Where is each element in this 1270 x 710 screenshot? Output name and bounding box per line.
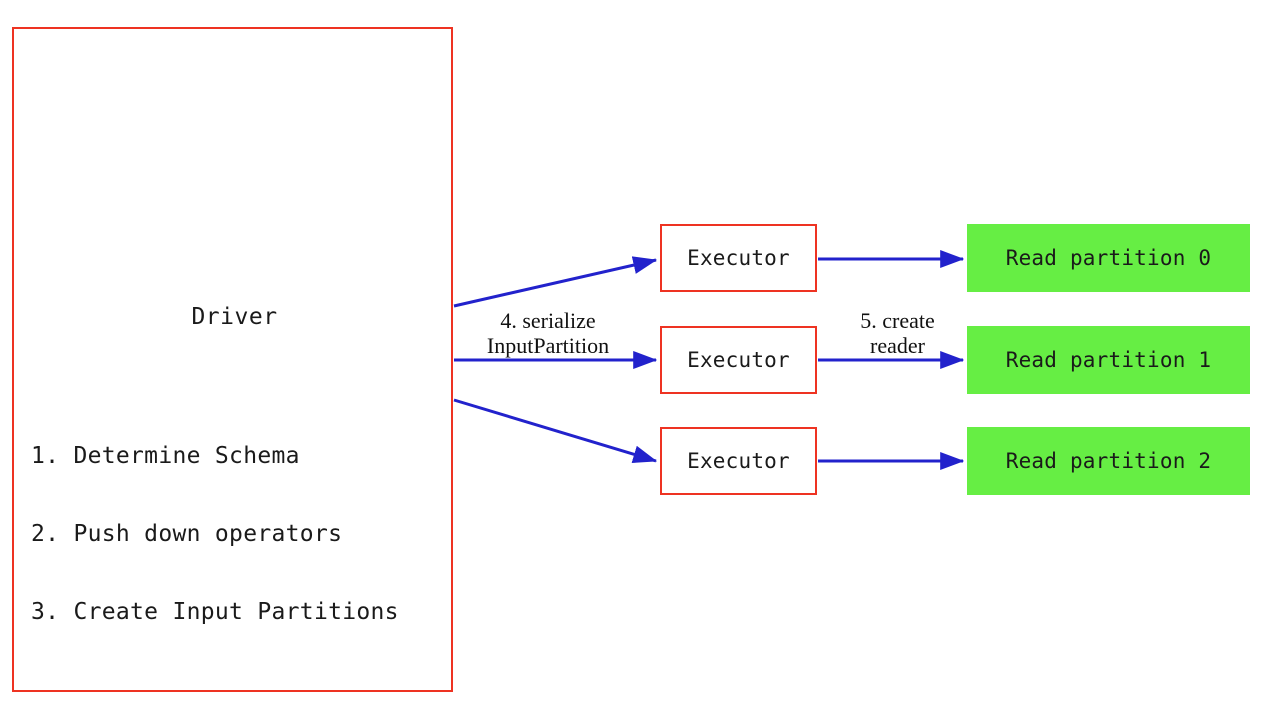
driver-step-3: 3. Create Input Partitions: [31, 599, 399, 625]
driver-box: Driver 1. Determine Schema 2. Push down …: [12, 27, 453, 692]
edge-label-create-reader: 5. create reader: [860, 308, 935, 358]
partition-box-0: Read partition 0: [967, 224, 1250, 292]
arrow-driver-to-executor-0: [453, 256, 658, 308]
driver-steps-list: 1. Determine Schema 2. Push down operato…: [31, 391, 399, 677]
executor-box-2: Executor: [660, 427, 817, 495]
executor-label-1: Executor: [687, 348, 790, 372]
executor-label-2: Executor: [687, 449, 790, 473]
edge-label-serialize: 4. serialize InputPartition: [486, 308, 610, 358]
driver-title: Driver: [191, 304, 278, 330]
executor-box-0: Executor: [660, 224, 817, 292]
arrow-driver-to-executor-2: [453, 398, 658, 464]
partition-label-0: Read partition 0: [1005, 246, 1212, 270]
executor-box-1: Executor: [660, 326, 817, 394]
partition-label-1: Read partition 1: [1005, 348, 1212, 372]
partition-label-2: Read partition 2: [1005, 449, 1212, 473]
driver-step-2: 2. Push down operators: [31, 521, 343, 547]
partition-box-2: Read partition 2: [967, 427, 1250, 495]
executor-label-0: Executor: [687, 246, 790, 270]
partition-box-1: Read partition 1: [967, 326, 1250, 394]
driver-step-1: 1. Determine Schema: [31, 443, 300, 469]
